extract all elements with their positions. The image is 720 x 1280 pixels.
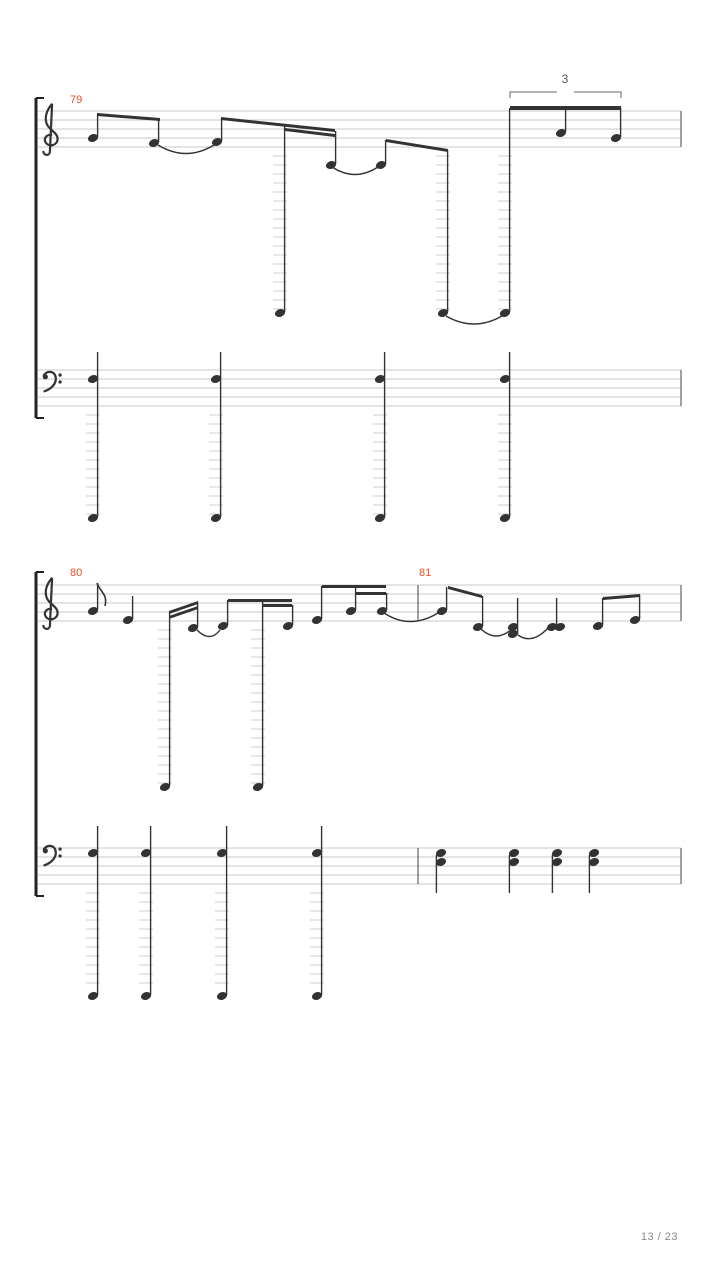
note-head — [216, 849, 228, 857]
note-head — [499, 514, 511, 522]
note-head — [282, 622, 294, 630]
note-head — [629, 616, 641, 624]
notes — [87, 108, 641, 1000]
note-head — [507, 630, 519, 638]
measure-number: 80 — [70, 567, 82, 579]
note-head — [437, 309, 449, 317]
staff-lines — [38, 110, 681, 885]
note-head — [375, 161, 387, 169]
note-head — [499, 375, 511, 383]
note-head — [472, 623, 484, 631]
note-head — [311, 849, 323, 857]
measure-number: 79 — [70, 94, 82, 106]
note-head — [122, 616, 134, 624]
note-head — [554, 623, 566, 631]
bass-clef-icon — [41, 844, 63, 867]
note-head — [87, 514, 99, 522]
note-head — [311, 992, 323, 1000]
ties — [157, 144, 549, 640]
note-head — [507, 623, 519, 631]
note-head — [436, 607, 448, 615]
note-head — [252, 783, 264, 791]
note-head — [374, 375, 386, 383]
note-head — [211, 138, 223, 146]
note-head — [274, 309, 286, 317]
note-head — [87, 849, 99, 857]
note-head — [87, 607, 99, 615]
note-head — [610, 134, 622, 142]
note-head — [508, 858, 520, 866]
note-head — [87, 375, 99, 383]
note-head — [551, 849, 563, 857]
note-head — [588, 858, 600, 866]
note-head — [555, 129, 567, 137]
note-head — [210, 375, 222, 383]
note-head — [140, 849, 152, 857]
note-head — [435, 858, 447, 866]
note-head — [325, 161, 337, 169]
note-head — [187, 624, 199, 632]
note-head — [592, 622, 604, 630]
note-head — [551, 858, 563, 866]
note-head — [217, 622, 229, 630]
note-head — [588, 849, 600, 857]
note-head — [374, 514, 386, 522]
page-counter: 13 / 23 — [640, 1231, 678, 1243]
note-head — [140, 992, 152, 1000]
note-head — [546, 623, 558, 631]
system-2-bracket — [34, 571, 44, 897]
note-head — [508, 849, 520, 857]
note-head — [148, 139, 160, 147]
note-head — [311, 616, 323, 624]
note-head — [87, 992, 99, 1000]
barlines — [417, 111, 682, 884]
note-head — [87, 134, 99, 142]
tuplet-number: 3 — [562, 72, 569, 86]
note-flag — [96, 582, 107, 607]
beams — [97, 106, 640, 619]
note-head — [345, 607, 357, 615]
note-head — [435, 849, 447, 857]
measure-number: 81 — [419, 567, 431, 579]
note-head — [216, 992, 228, 1000]
note-head — [499, 309, 511, 317]
note-head — [159, 783, 171, 791]
note-head — [210, 514, 222, 522]
bass-clef-icon — [41, 370, 63, 393]
tuplet-bracket: 3 — [509, 72, 622, 98]
system-1-bracket — [34, 97, 44, 419]
